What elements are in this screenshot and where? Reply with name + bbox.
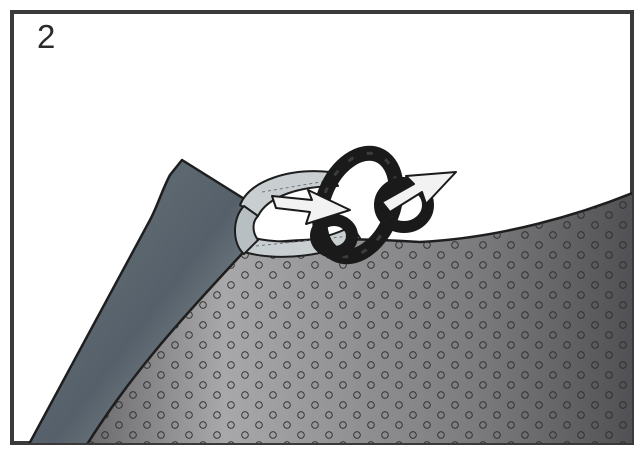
carabiner-ring-icon <box>310 145 434 265</box>
step-number: 2 <box>37 18 56 55</box>
direction-arrow-icon <box>271 189 351 225</box>
direction-arrow-icon <box>381 171 457 213</box>
fabric-dot-texture <box>87 193 632 443</box>
